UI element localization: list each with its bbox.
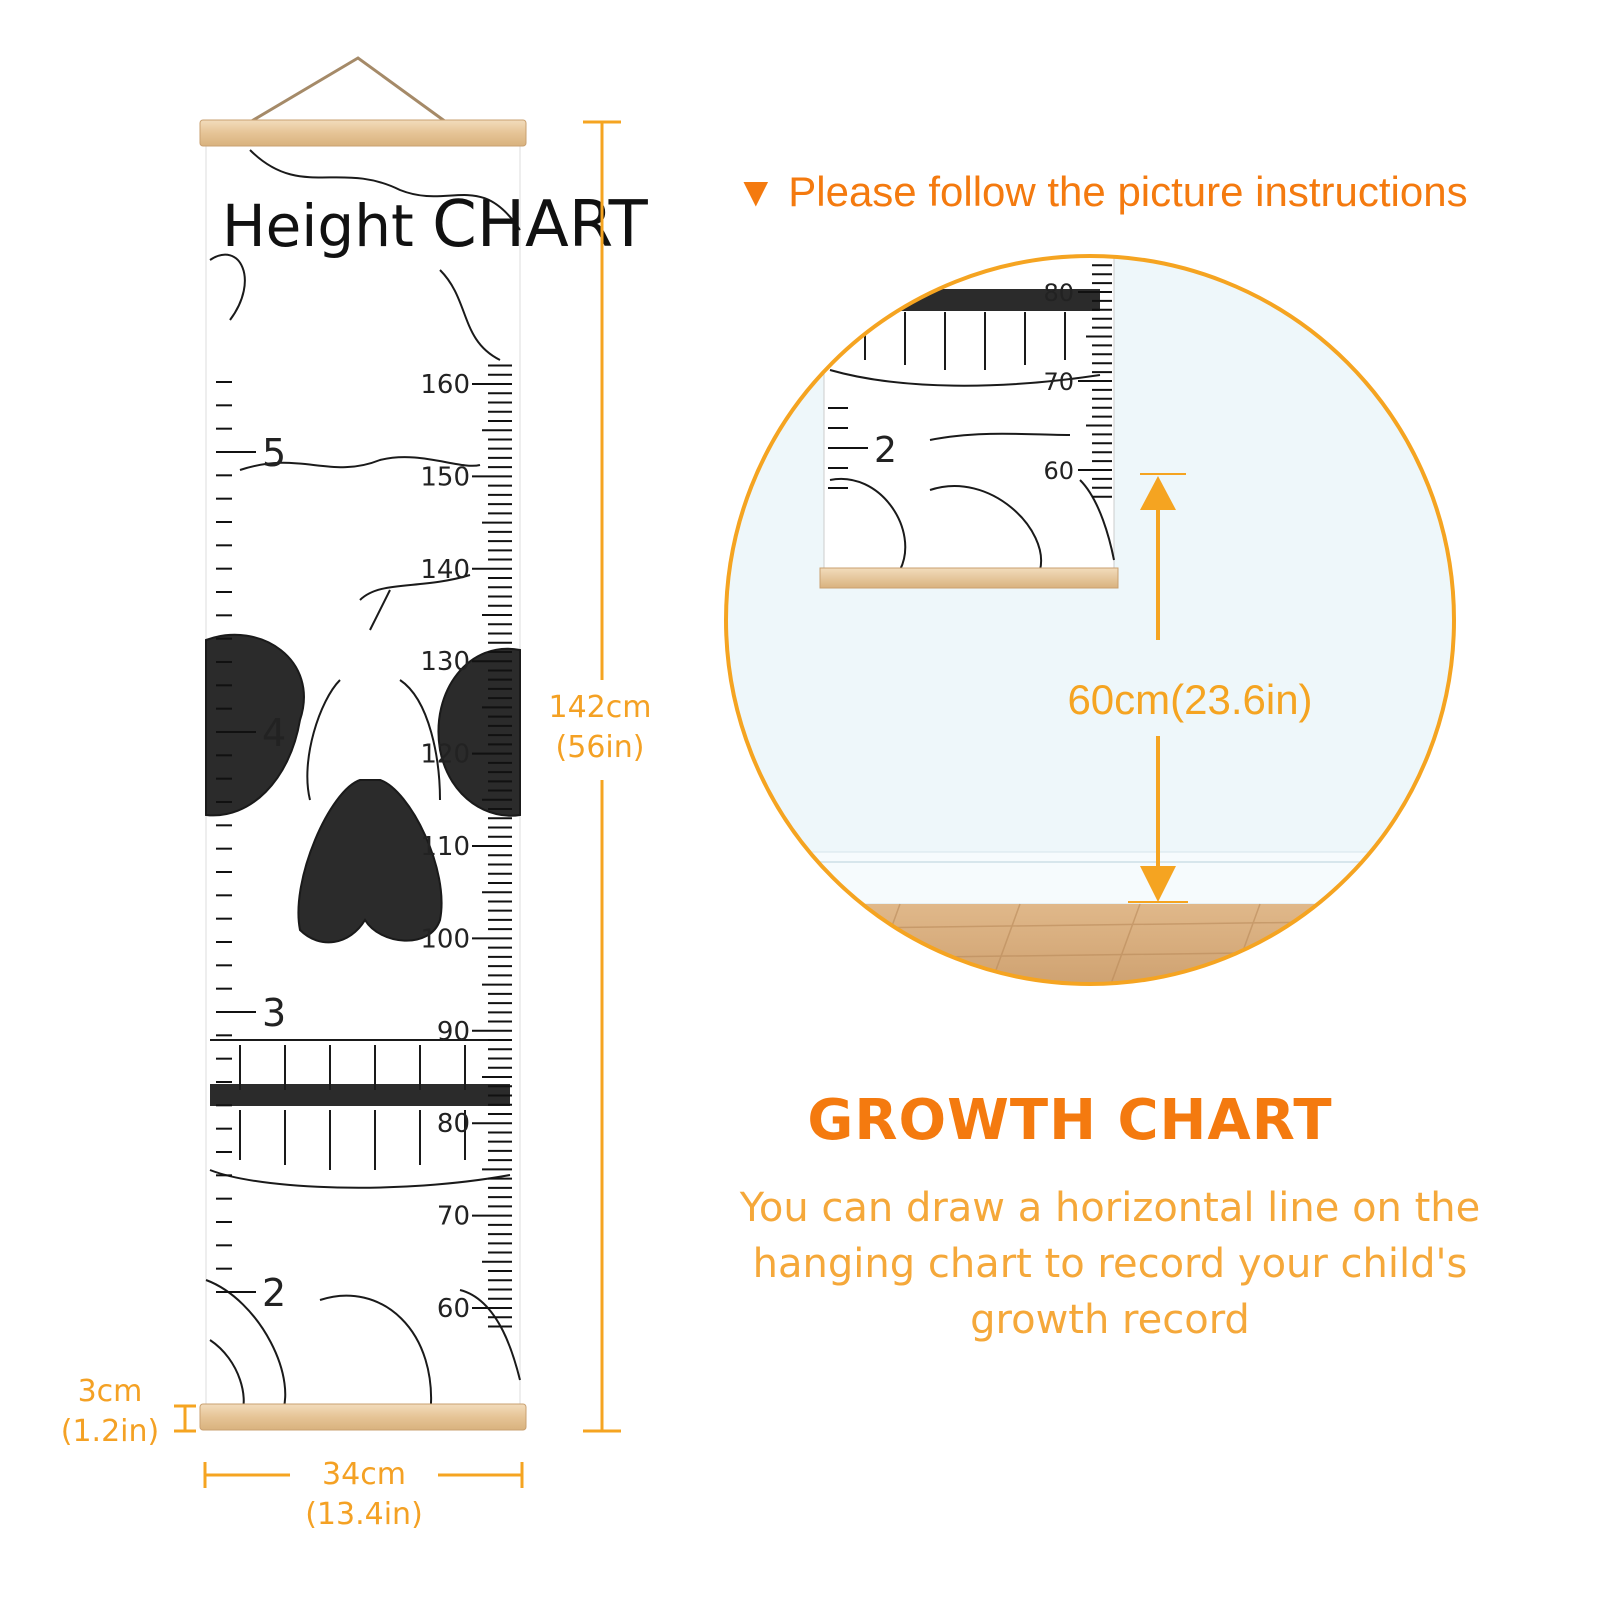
growth-line-3: growth record: [970, 1297, 1250, 1343]
cm-tick-label: 160: [420, 370, 470, 400]
growth-description: You can draw a horizontal line on the ha…: [700, 1180, 1520, 1348]
instructions-heading: ▼ Please follow the picture instructions: [735, 168, 1575, 216]
cm-tick-label: 70: [437, 1202, 470, 1232]
height-dimension-label: 142cm (56in): [535, 688, 665, 768]
ft-tick-label: 3: [262, 991, 286, 1035]
ft-tick-label: 4: [262, 711, 286, 755]
growth-line-1: You can draw a horizontal line on the: [739, 1185, 1481, 1231]
cm-tick-label: 150: [420, 462, 470, 492]
inset-cm-tick-label: 60: [1043, 457, 1074, 485]
cm-ruler: 160 150 140 130 120 110 100 90 80 70 60: [420, 364, 512, 1328]
growth-title: GROWTH CHART: [807, 1088, 1333, 1153]
measure-label: 60cm(23.6in): [1040, 676, 1340, 724]
hanging-rope: [249, 56, 447, 124]
cm-tick-label: 90: [437, 1017, 470, 1047]
ft-ruler: 5 4 3 2: [216, 381, 286, 1315]
inset-circle-border: [724, 254, 1456, 986]
inset-ft-tick-label: 2: [874, 430, 897, 471]
cm-tick-label: 100: [420, 924, 470, 954]
width-cm: 34cm: [322, 1457, 406, 1492]
rod-dimension-label: 3cm (1.2in): [50, 1372, 170, 1452]
chart-title-part2: CHART: [432, 188, 648, 262]
cm-tick-label: 130: [420, 647, 470, 677]
inset-cm-tick-label: 80: [1043, 279, 1074, 307]
height-cm: 142cm: [548, 690, 652, 725]
height-in: (56in): [555, 730, 645, 765]
measure-arrow: [1128, 473, 1188, 903]
inset-illustration: 80 70 60 2: [724, 254, 1456, 986]
cm-tick-label: 60: [437, 1294, 470, 1324]
inset-cm-ruler: 80 70 60 2: [828, 256, 1112, 498]
cm-tick-label: 110: [420, 832, 470, 862]
inset-cm-tick-label: 70: [1043, 368, 1074, 396]
chart-title-part1: Height: [222, 192, 414, 260]
growth-line-2: hanging chart to record your child's: [752, 1241, 1468, 1287]
wood-floor: [726, 904, 1454, 984]
rod-in: (1.2in): [60, 1414, 160, 1449]
cm-tick-label: 80: [437, 1109, 470, 1139]
ft-tick-label: 2: [262, 1271, 286, 1315]
top-wood-rod: [199, 119, 527, 147]
inset-bottom-wood-rod: [819, 567, 1119, 589]
cm-tick-label: 140: [420, 555, 470, 585]
height-dimension-line: [583, 120, 621, 1433]
ft-tick-label: 5: [262, 431, 286, 475]
rod-cm: 3cm: [77, 1374, 143, 1409]
bottom-wood-rod: [199, 1403, 527, 1431]
hanging-height-chart: Height CHART 160 150 140 130 120 110 100 90 80 70…: [174, 56, 649, 1488]
chart-title: Height CHART: [222, 188, 649, 262]
width-dimension-line: [203, 1462, 524, 1488]
skull-artwork: [205, 149, 521, 1419]
rod-dimension-line: [174, 1404, 196, 1433]
instructions-text: Please follow the picture instructions: [788, 168, 1468, 215]
cm-tick-label: 120: [420, 740, 470, 770]
triangle-down-icon: ▼: [735, 168, 777, 215]
width-dimension-label: 34cm (13.4in): [290, 1455, 438, 1535]
width-in: (13.4in): [305, 1497, 423, 1532]
